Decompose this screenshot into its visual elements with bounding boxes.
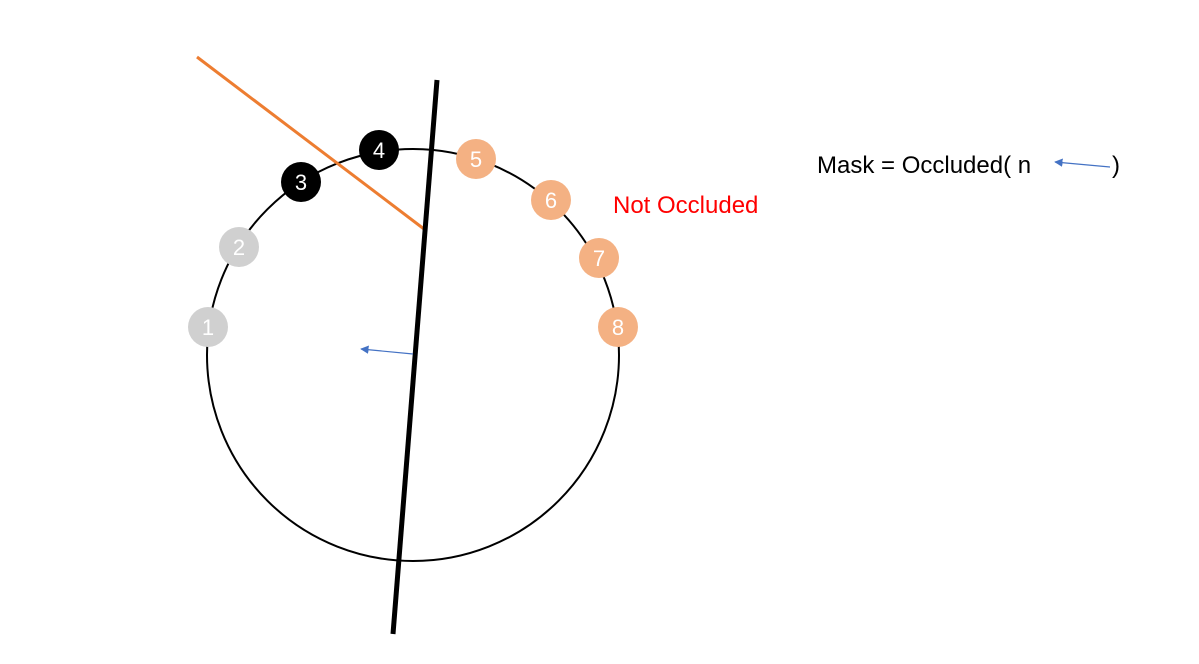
node-2: 2	[219, 227, 259, 267]
main-circle	[206, 148, 620, 562]
node-5-marker	[456, 139, 496, 179]
node-5: 5	[456, 139, 496, 179]
node-3-label: 3	[295, 170, 307, 195]
formula-prefix: Mask = Occluded( n	[817, 152, 1031, 179]
node-8: 8	[598, 307, 638, 347]
node-5-label: 5	[470, 147, 482, 172]
normal-arrow	[360, 345, 414, 355]
node-8-marker	[598, 307, 638, 347]
node-1-marker	[188, 307, 228, 347]
node-4-marker	[359, 130, 399, 170]
node-3: 3	[281, 162, 321, 202]
formula-suffix: )	[1112, 152, 1120, 179]
node-6-label: 6	[545, 188, 557, 213]
node-3-marker	[281, 162, 321, 202]
node-8-label: 8	[612, 315, 624, 340]
node-1: 1	[188, 307, 228, 347]
not-occluded-label: Not Occluded	[613, 192, 758, 219]
node-6-marker	[531, 180, 571, 220]
formula-normal-arrow	[1054, 158, 1111, 168]
node-4: 4	[359, 130, 399, 170]
node-2-label: 2	[233, 235, 245, 260]
node-7-marker	[579, 238, 619, 278]
node-1-label: 1	[202, 315, 214, 340]
node-2-marker	[219, 227, 259, 267]
node-7-label: 7	[593, 246, 605, 271]
node-6: 6	[531, 180, 571, 220]
orange-ray-line	[196, 55, 425, 231]
node-7: 7	[579, 238, 619, 278]
node-4-label: 4	[373, 138, 385, 163]
occluder-line	[390, 79, 440, 635]
